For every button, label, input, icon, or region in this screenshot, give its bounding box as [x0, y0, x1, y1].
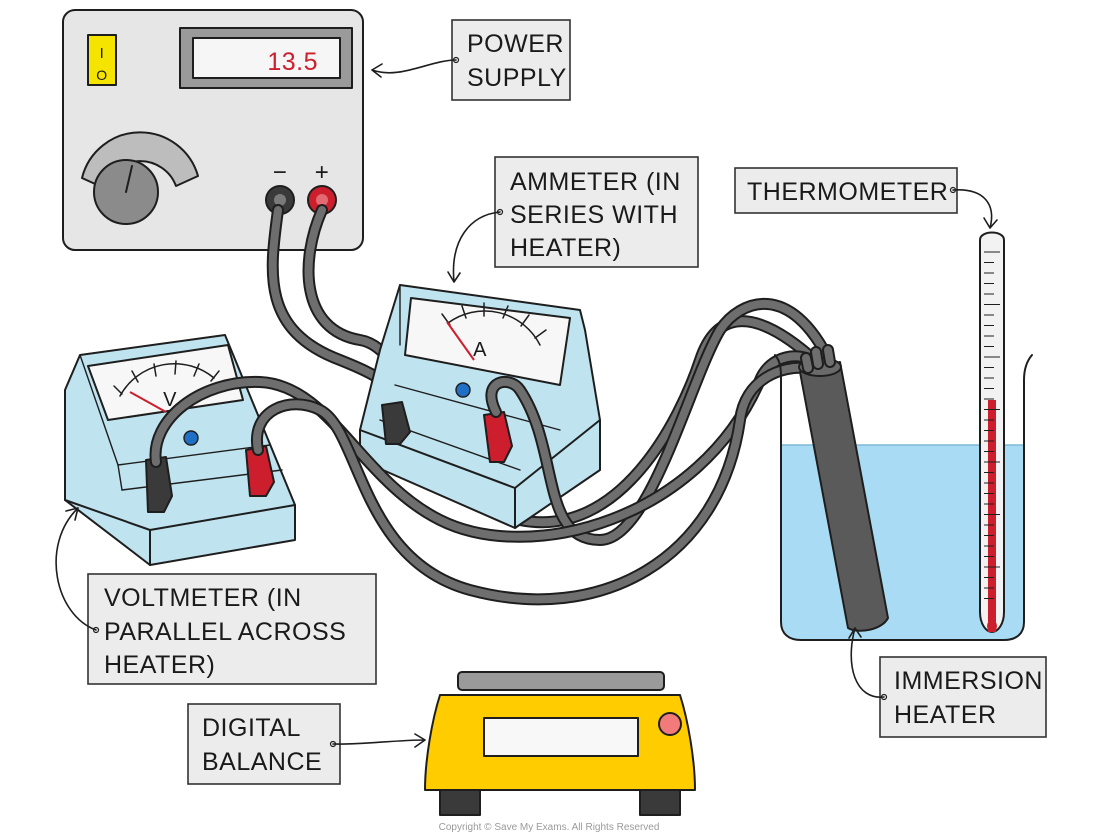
- label-thermometer: THERMOMETER: [734, 167, 958, 214]
- voltmeter: V: [64, 334, 296, 566]
- thermometer-scale: [984, 251, 1000, 599]
- power-supply: I O 13.5 − +: [62, 9, 364, 251]
- copyright-notice: Copyright © Save My Exams. All Rights Re…: [439, 822, 660, 833]
- switch-on-label: I: [100, 45, 105, 62]
- leads-front: [485, 298, 836, 547]
- label-thermometer-text: THERMOMETER: [747, 178, 948, 206]
- label-immersion-heater: IMMERSION HEATER: [879, 656, 1047, 738]
- voltmeter-leads: [149, 350, 824, 606]
- balance-display: [483, 717, 639, 757]
- positive-terminal-label: +: [315, 159, 330, 186]
- label-digital-balance: DIGITAL BALANCE: [187, 703, 341, 785]
- label-voltmeter-line-3: HEATER): [104, 651, 215, 679]
- label-immersion-heater-line-2: HEATER: [894, 701, 997, 729]
- label-power-supply-line-1: POWER: [467, 30, 564, 58]
- ammeter-black-terminal[interactable]: [381, 401, 411, 445]
- switch-off-label: O: [96, 67, 107, 83]
- label-digital-balance-line-2: BALANCE: [202, 748, 322, 776]
- voltmeter-black-terminal[interactable]: [145, 456, 173, 513]
- voltmeter-unit: V: [163, 389, 177, 411]
- power-display-value: 13.5: [267, 48, 318, 76]
- ammeter-unit: A: [473, 339, 487, 361]
- label-ammeter-line-1: AMMETER (IN: [510, 168, 681, 196]
- ammeter: A: [359, 284, 601, 529]
- label-immersion-heater-line-1: IMMERSION: [894, 667, 1043, 695]
- label-ammeter-line-2: SERIES WITH: [510, 201, 678, 229]
- digital-balance: [424, 671, 696, 816]
- label-power-supply-line-2: SUPPLY: [467, 64, 567, 92]
- label-voltmeter-line-2: PARALLEL ACROSS: [104, 618, 346, 646]
- voltmeter-face: [87, 344, 244, 421]
- label-voltmeter-line-1: VOLTMETER (IN: [104, 584, 302, 612]
- power-display: [192, 37, 341, 79]
- label-voltmeter: VOLTMETER (IN PARALLEL ACROSS HEATER): [87, 573, 377, 685]
- label-digital-balance-line-1: DIGITAL: [202, 714, 301, 742]
- balance-pan: [457, 671, 665, 691]
- voltage-knob[interactable]: [81, 131, 199, 225]
- label-ammeter-line-3: HEATER): [510, 234, 621, 262]
- negative-terminal-label: −: [273, 159, 288, 186]
- label-ammeter: AMMETER (IN SERIES WITH HEATER): [494, 156, 699, 268]
- thermometer: [979, 231, 1005, 633]
- power-switch[interactable]: [87, 34, 117, 86]
- label-power-supply: POWER SUPPLY: [451, 19, 571, 101]
- heater-lead-ends: [800, 344, 836, 374]
- balance-button[interactable]: [658, 712, 682, 736]
